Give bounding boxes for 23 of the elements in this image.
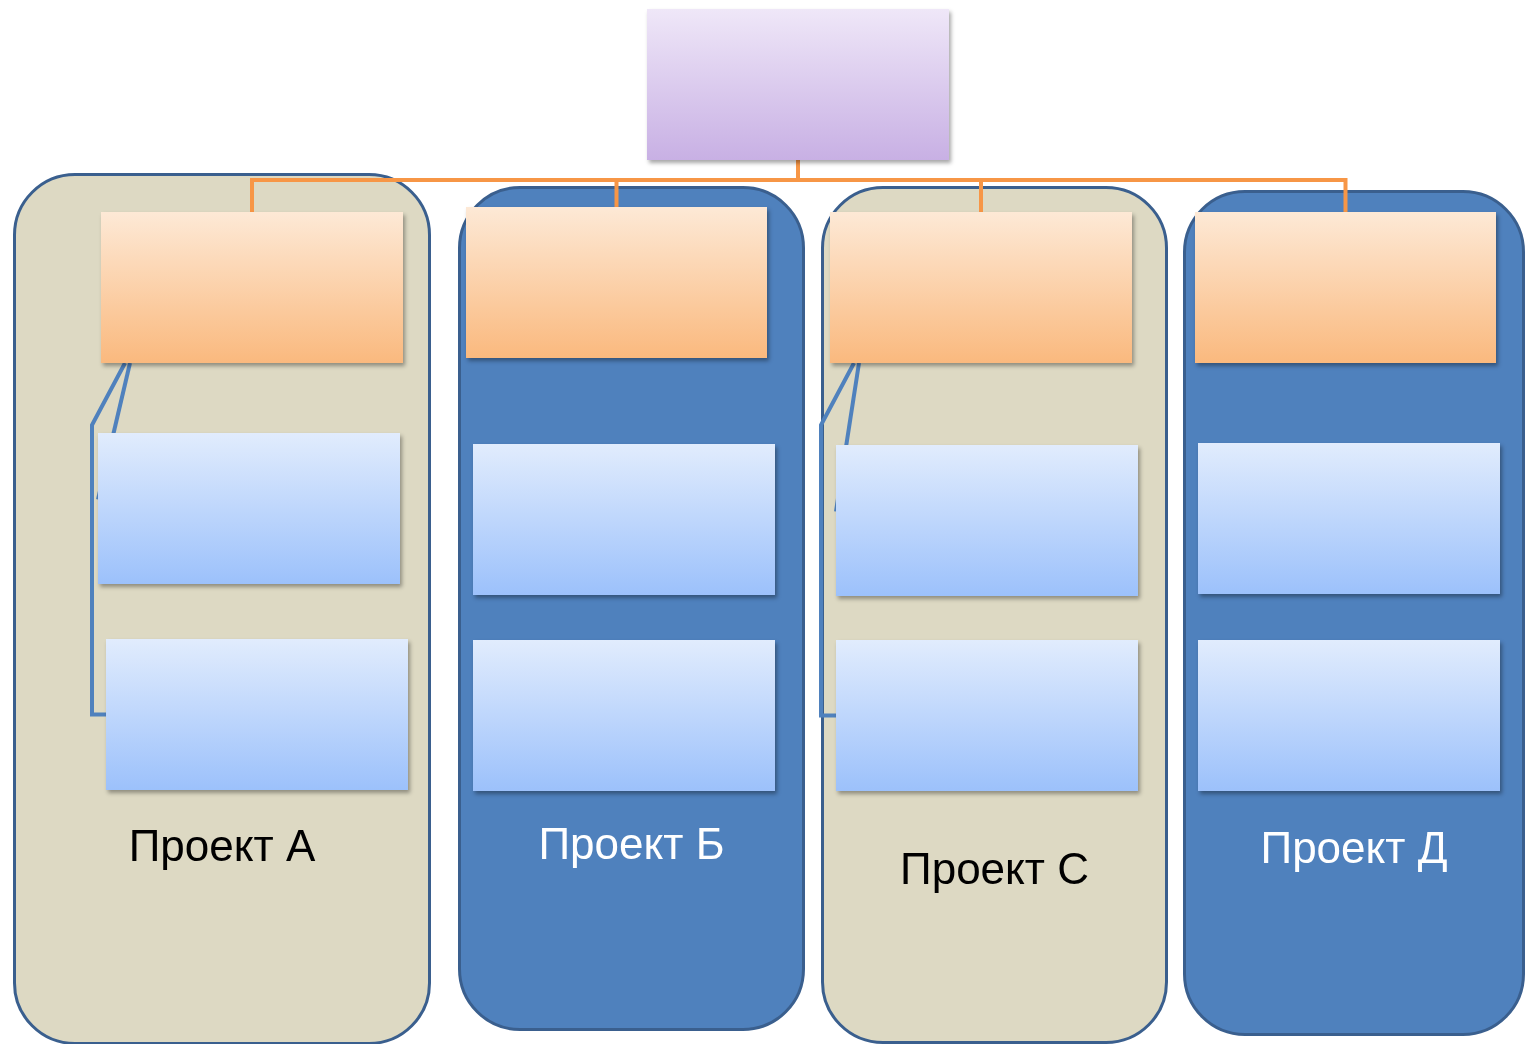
project-panel bbox=[1183, 190, 1525, 1036]
org-box bbox=[647, 9, 949, 160]
panel-label: Проект С bbox=[899, 844, 1090, 894]
org-box bbox=[1195, 212, 1496, 363]
org-box bbox=[98, 433, 400, 584]
project-panel bbox=[13, 173, 431, 1044]
org-box bbox=[466, 207, 767, 358]
panel-label: Проект А bbox=[127, 821, 317, 871]
org-box bbox=[830, 212, 1132, 363]
org-box bbox=[473, 444, 775, 595]
org-box bbox=[1198, 443, 1500, 594]
org-box bbox=[106, 639, 408, 790]
panel-label: Проект Б bbox=[537, 819, 726, 869]
org-box bbox=[1198, 640, 1500, 791]
panel-label: Проект Д bbox=[1259, 823, 1449, 873]
org-box bbox=[101, 212, 403, 363]
org-box bbox=[473, 640, 775, 791]
org-box bbox=[836, 640, 1138, 791]
project-panel bbox=[821, 186, 1168, 1044]
connector-line bbox=[90, 362, 127, 717]
connector-line bbox=[819, 362, 856, 718]
org-box bbox=[836, 445, 1138, 596]
project-panel bbox=[458, 186, 805, 1031]
